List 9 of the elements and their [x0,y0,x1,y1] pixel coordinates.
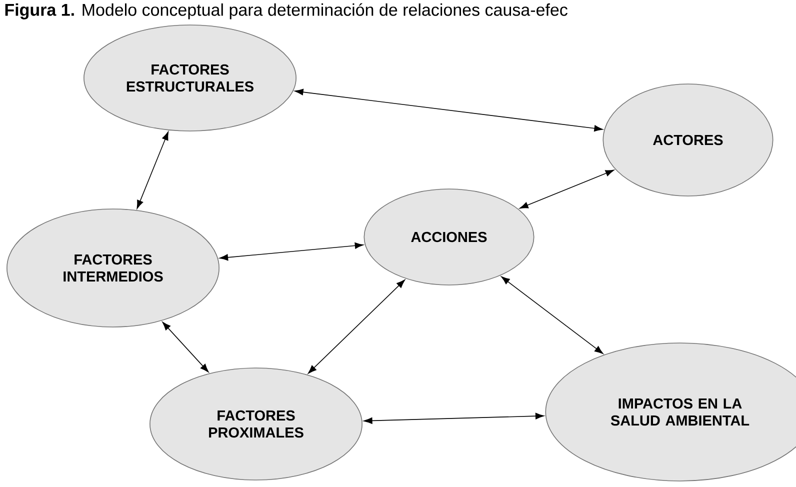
double-arrow [308,280,406,374]
double-arrow [520,170,614,209]
double-arrow [162,322,209,372]
double-arrow [294,88,603,132]
double-arrow [219,242,364,261]
double-arrow [136,132,169,209]
double-arrow [364,412,544,424]
figure-title: Figura 1. Modelo conceptual para determinación de relaciones causa-efec [5,3,568,20]
double-arrow [501,276,604,354]
